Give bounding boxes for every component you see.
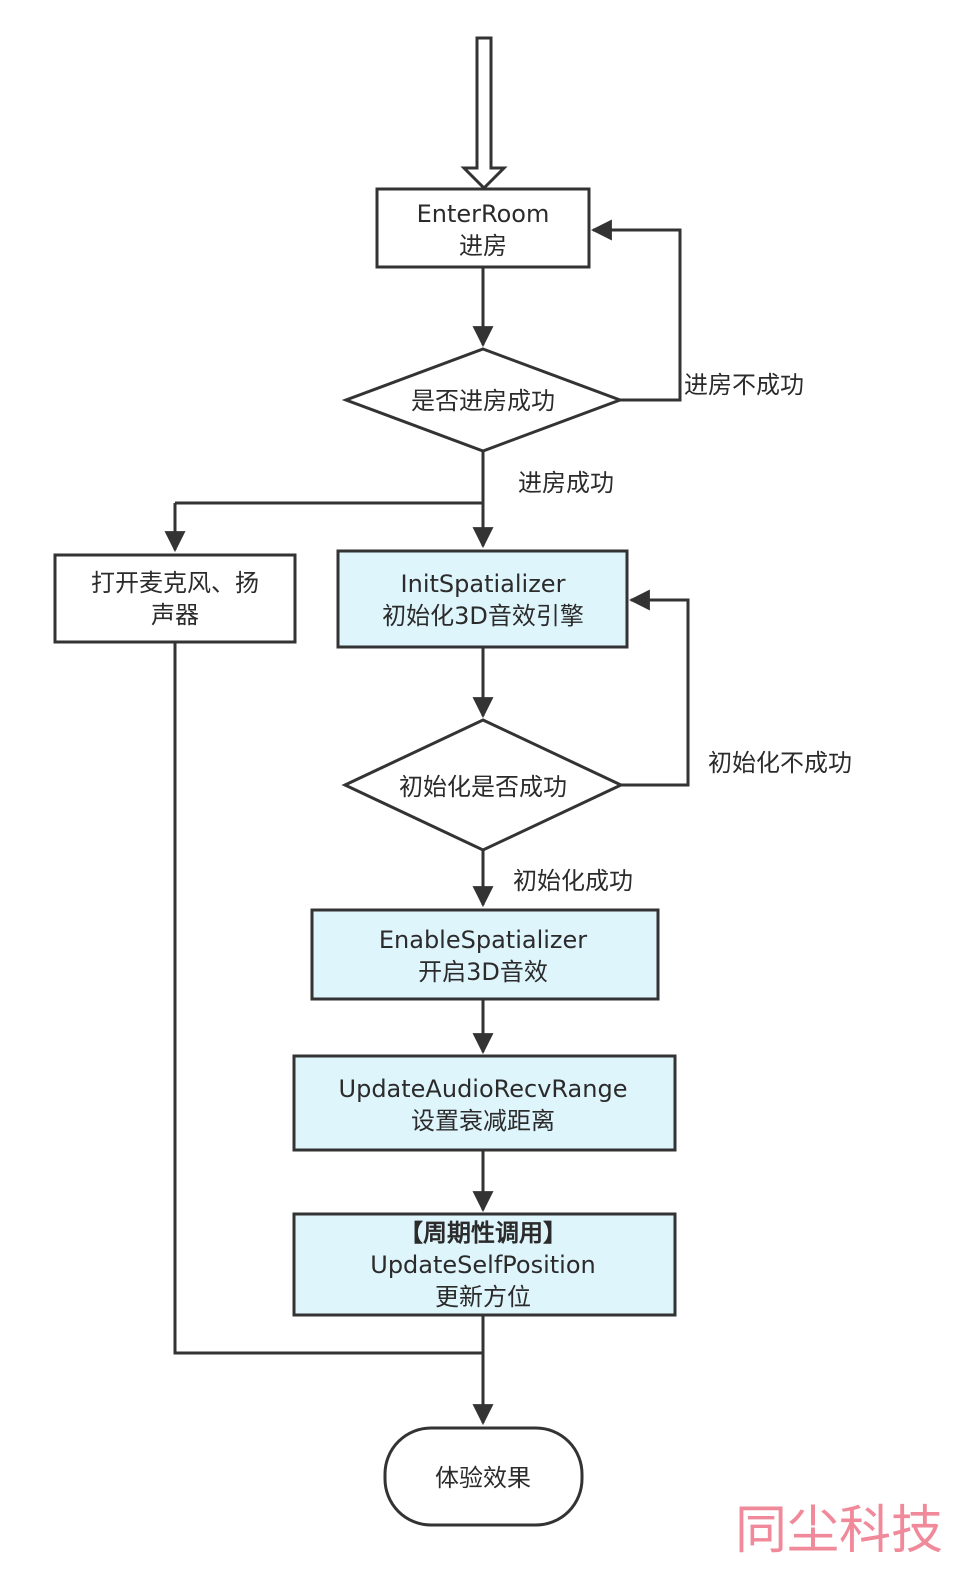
init-spatializer-box: InitSpatializer 初始化3D音效引擎 xyxy=(336,549,629,649)
edge-label-enter-ok: 进房成功 xyxy=(518,469,614,497)
update-position-title: UpdateSelfPosition xyxy=(370,1251,595,1279)
enter-room-title: EnterRoom xyxy=(417,200,550,228)
update-position-box: 【周期性调用】 UpdateSelfPosition 更新方位 xyxy=(292,1212,677,1317)
edge-label-init-fail: 初始化不成功 xyxy=(708,749,852,777)
open-mic-line1: 打开麦克风、扬 xyxy=(91,569,259,597)
open-mic-line2: 声器 xyxy=(151,601,199,629)
init-spatializer-title: InitSpatializer xyxy=(401,570,566,598)
edge-init-fail-loop xyxy=(621,589,690,787)
enable-spatializer-title: EnableSpatializer xyxy=(379,926,587,954)
init-spatializer-subtitle: 初始化3D音效引擎 xyxy=(382,602,584,630)
open-mic-box: 打开麦克风、扬 声器 xyxy=(53,553,297,644)
enter-room-subtitle: 进房 xyxy=(459,232,507,260)
enter-room-box: EnterRoom 进房 xyxy=(375,187,591,269)
experience-terminal: 体验效果 xyxy=(383,1426,584,1527)
update-position-tag: 【周期性调用】 xyxy=(399,1219,567,1247)
update-range-title: UpdateAudioRecvRange xyxy=(339,1075,628,1103)
edge-enter-fail-loop xyxy=(590,219,682,402)
enter-success-decision-label: 是否进房成功 xyxy=(411,387,555,415)
edge-label-enter-fail: 进房不成功 xyxy=(684,371,804,399)
experience-label: 体验效果 xyxy=(435,1464,531,1492)
entry-arrow xyxy=(460,36,508,191)
watermark-text: 同尘科技 xyxy=(735,1501,943,1561)
update-range-box: UpdateAudioRecvRange 设置衰减距离 xyxy=(292,1054,677,1152)
enter-success-decision: 是否进房成功 xyxy=(341,347,625,453)
edge-label-init-ok: 初始化成功 xyxy=(513,867,633,895)
init-success-decision: 初始化是否成功 xyxy=(341,718,625,852)
update-range-subtitle: 设置衰减距离 xyxy=(411,1107,555,1135)
init-success-decision-label: 初始化是否成功 xyxy=(399,773,567,801)
enable-spatializer-box: EnableSpatializer 开启3D音效 xyxy=(310,908,660,1001)
enable-spatializer-subtitle: 开启3D音效 xyxy=(418,958,548,986)
update-position-subtitle: 更新方位 xyxy=(435,1283,531,1311)
edge-open-mic-merge xyxy=(173,642,483,1355)
